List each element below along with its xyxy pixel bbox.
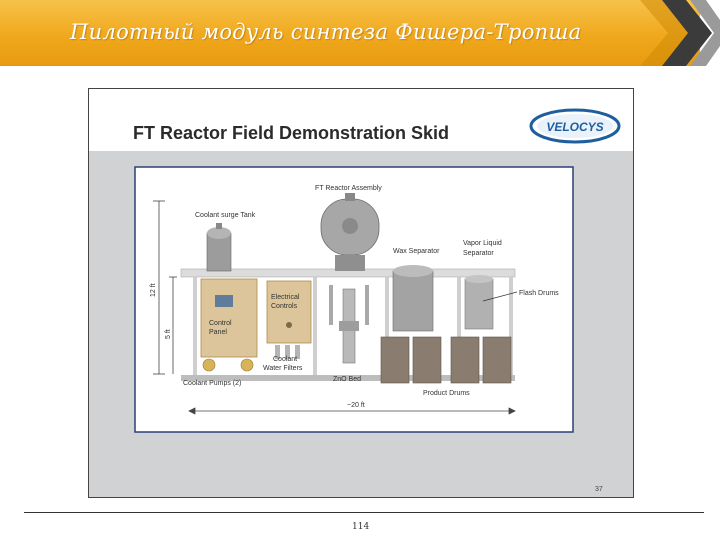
product-drums-label: Product Drums bbox=[423, 390, 470, 397]
slide-number: 37 bbox=[595, 486, 603, 493]
slide-title: FT Reactor Field Demonstration Skid bbox=[133, 123, 449, 143]
filters-label-1: Coolant bbox=[273, 356, 297, 363]
electrical-label-2: Controls bbox=[271, 303, 298, 310]
zno-bed-label: ZnO Bed bbox=[333, 376, 361, 383]
control-panel-label-2: Panel bbox=[209, 329, 227, 336]
height-dimension bbox=[153, 200, 177, 375]
title-banner: Пилотный модуль синтеза Фишера-Тропша bbox=[0, 0, 700, 66]
electrical-label-1: Electrical bbox=[271, 294, 300, 301]
height-total-label: 12 ft bbox=[150, 283, 157, 297]
coolant-tank-label: Coolant surge Tank bbox=[195, 212, 256, 219]
page-title: Пилотный модуль синтеза Фишера-Тропша bbox=[70, 20, 582, 44]
chevron-decoration-icon bbox=[640, 0, 720, 66]
ft-reactor bbox=[320, 193, 380, 271]
electrical-controls bbox=[266, 280, 312, 344]
coolant-surge-tank bbox=[206, 223, 232, 272]
wax-separator-label: Wax Separator bbox=[393, 248, 440, 255]
logo-text: VELOCYS bbox=[546, 120, 603, 134]
filters-label-2: Water Filters bbox=[263, 365, 303, 372]
page-number: 114 bbox=[352, 522, 370, 532]
product-drums bbox=[380, 336, 512, 384]
width-dimension bbox=[188, 407, 516, 415]
velocys-logo: VELOCYS bbox=[529, 108, 621, 144]
coolant-pumps bbox=[202, 358, 254, 372]
height-lower-label: 5 ft bbox=[165, 329, 172, 339]
zno-bed bbox=[329, 285, 369, 364]
vapor-separator-label-2: Separator bbox=[463, 250, 494, 257]
skid-diagram: FT Reactor Field Demonstration Skid VELO… bbox=[89, 89, 633, 497]
flash-drums-pointer bbox=[482, 291, 518, 302]
control-panel bbox=[200, 278, 258, 358]
vapor-liquid-separator bbox=[464, 275, 494, 330]
control-panel-label-1: Control bbox=[209, 320, 232, 327]
slide-image: FT Reactor Field Demonstration Skid VELO… bbox=[88, 88, 634, 498]
coolant-pumps-label: Coolant Pumps (2) bbox=[183, 380, 241, 387]
width-label: ~20 ft bbox=[347, 402, 365, 409]
vapor-separator-label-1: Vapor Liquid bbox=[463, 240, 502, 247]
wax-separator bbox=[392, 265, 434, 332]
flash-drums-label: Flash Drums bbox=[519, 290, 559, 297]
footer-divider bbox=[24, 512, 704, 513]
reactor-label: FT Reactor Assembly bbox=[315, 185, 382, 192]
coolant-water-filters bbox=[275, 345, 300, 359]
